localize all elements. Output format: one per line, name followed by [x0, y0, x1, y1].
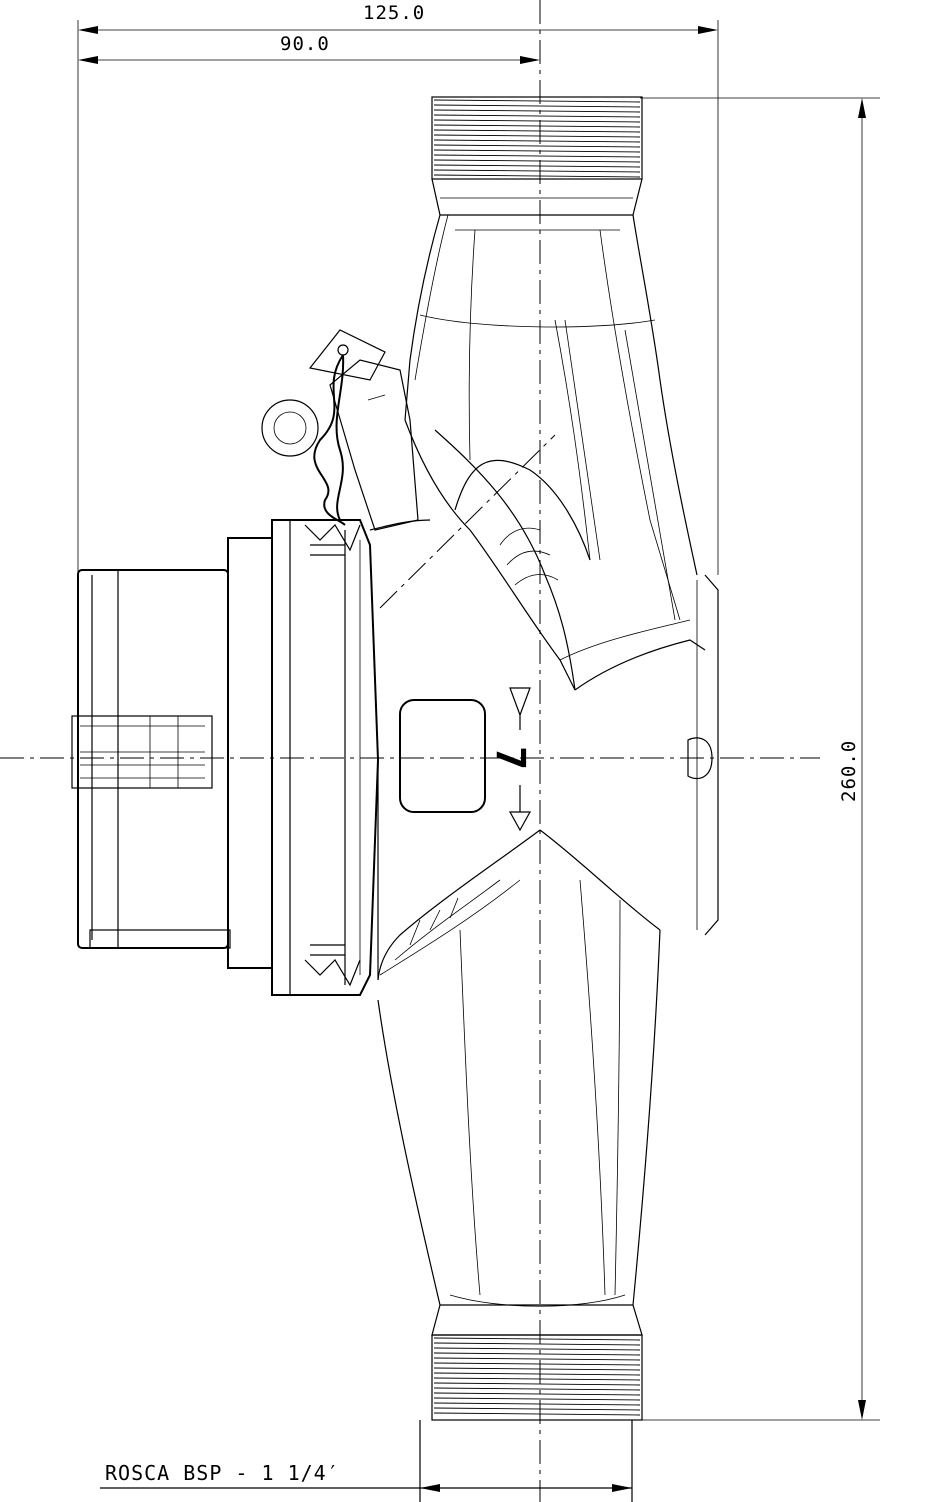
- thread-line: [433, 139, 641, 143]
- register-window: [399, 699, 486, 813]
- thread-line: [433, 1337, 641, 1341]
- thread-line: [433, 1407, 641, 1411]
- diagonal-centerline: [379, 434, 556, 609]
- thread-line: [433, 1392, 641, 1396]
- thread-line: [433, 1387, 641, 1391]
- thread-line: [433, 119, 641, 123]
- thread-line: [433, 1382, 641, 1386]
- dimension-center-offset: 90.0: [78, 33, 540, 64]
- thread-note-label: ROSCA BSP - 1 1/4′: [105, 1461, 340, 1485]
- thread-line: [433, 1347, 641, 1351]
- lower-body: [377, 829, 661, 1307]
- thread-line: [433, 1397, 641, 1401]
- thread-line: [433, 134, 641, 138]
- upper-body: [404, 214, 698, 621]
- thread-line: [433, 99, 641, 103]
- thread-line: [433, 1402, 641, 1406]
- thread-line: [433, 1357, 641, 1361]
- thread-line: [433, 114, 641, 118]
- dimension-length-label: 260.0: [838, 740, 860, 802]
- thread-line: [433, 159, 641, 163]
- thread-line: [433, 149, 641, 153]
- thread-note: ROSCA BSP - 1 1/4′: [100, 1461, 632, 1492]
- thread-line: [433, 129, 641, 133]
- seal-fitting: [261, 329, 419, 531]
- dimension-overall-width: 125.0: [77, 2, 719, 620]
- angled-outlet: [404, 419, 706, 691]
- bottom-thread: [419, 1304, 643, 1502]
- dimension-length: 260.0: [640, 97, 880, 1421]
- clamp-ring: [227, 519, 380, 996]
- dimension-center-offset-label: 90.0: [280, 33, 330, 55]
- thread-line: [433, 104, 641, 108]
- thread-line: [433, 1367, 641, 1371]
- thread-line: [433, 144, 641, 148]
- thread-line: [433, 1372, 641, 1376]
- top-thread: [431, 96, 643, 216]
- thread-line: [433, 164, 641, 168]
- thread-line: [433, 1342, 641, 1346]
- thread-line: [433, 1377, 641, 1381]
- thread-line: [433, 109, 641, 113]
- thread-line: [433, 124, 641, 128]
- register-housing: [71, 569, 231, 949]
- thread-line: [433, 1412, 641, 1416]
- thread-line: [433, 1362, 641, 1366]
- thread-line: [433, 154, 641, 158]
- dimension-overall-width-label: 125.0: [363, 2, 425, 24]
- thread-line: [433, 174, 641, 178]
- thread-line: [433, 1352, 641, 1356]
- flow-marking: 7: [487, 746, 533, 771]
- main-body: 7: [369, 519, 719, 980]
- thread-line: [433, 169, 641, 173]
